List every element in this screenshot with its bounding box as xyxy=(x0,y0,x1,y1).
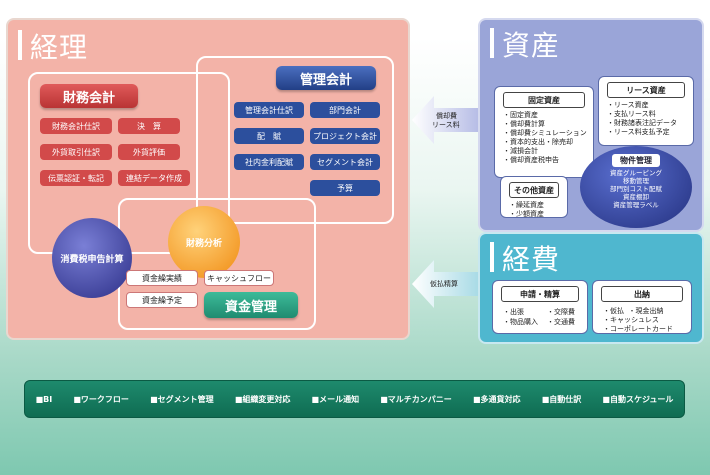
shutsuno-item: ・現金出納 xyxy=(628,307,664,315)
bukken-heading: 物件管理 xyxy=(612,154,660,167)
zaimu-heading[interactable]: 財務会計 xyxy=(40,84,138,108)
kotei-item: ・固定資産 xyxy=(503,111,538,119)
shisan-title: 資産 xyxy=(502,29,561,62)
lease-box: リース資産 ・リース資産 ・支払リース料 ・財務諸表注記データ ・リース料支払予… xyxy=(598,76,694,146)
feature-item[interactable]: ■マルチカンパニー xyxy=(380,394,452,404)
keiri-panel: 経理 財務会計 財務会計仕訳 決 算 外貨取引仕訳 外貨評価 伝票認証・転記 連… xyxy=(6,18,410,340)
bukken-ellipse[interactable]: 物件管理 資産グルーピング 移動管理 部門別コスト配賦 資産棚卸 資産管理ラベル xyxy=(580,146,692,228)
zeisho-circle[interactable]: 消費税申告計算 xyxy=(52,218,132,298)
sonota-box: その他資産 ・繰延資産 ・少額資産 xyxy=(500,176,568,218)
feature-item[interactable]: ■セグメント管理 xyxy=(150,394,214,404)
lease-item: ・支払リース料 xyxy=(607,110,656,118)
zaimu-item[interactable]: 外貨評価 xyxy=(118,144,180,160)
arrow-left-icon xyxy=(412,96,478,144)
feature-item[interactable]: ■組織変更対応 xyxy=(234,394,291,404)
zaimu-item[interactable]: 外貨取引仕訳 xyxy=(40,144,112,160)
arrow-left-icon xyxy=(412,260,478,308)
kotei-item: ・減損会計 xyxy=(503,147,538,155)
kanri-item[interactable]: 配 賦 xyxy=(234,128,304,144)
arrow-label-1: 償却費 xyxy=(436,112,457,120)
sonota-item: ・少額資産 xyxy=(509,210,544,218)
lease-item: ・財務諸表注記データ xyxy=(607,119,677,127)
kotei-item: ・償却費シミュレーション xyxy=(503,129,587,137)
shutsuno-item: ・コーポレートカード xyxy=(603,325,673,333)
title-bar-mark xyxy=(490,28,494,58)
kanri-item[interactable]: 予算 xyxy=(310,180,380,196)
kanri-item[interactable]: プロジェクト会計 xyxy=(310,128,380,144)
kotei-box: 固定資産 ・固定資産 ・償却費計算 ・償却費シミュレーション ・資本的支出・除売… xyxy=(494,86,594,178)
zaimu-item[interactable]: 財務会計仕訳 xyxy=(40,118,112,134)
shinsei-box: 申請・精算 ・出張 ・物品購入 ・交際費 ・交通費 xyxy=(492,280,588,334)
kotei-item: ・資本的支出・除売却 xyxy=(503,138,573,146)
feature-item[interactable]: ■多通貨対応 xyxy=(472,394,521,404)
shinsei-item: ・物品購入 xyxy=(503,318,538,326)
kanri-item[interactable]: セグメント会計 xyxy=(310,154,380,170)
title-bar-mark xyxy=(490,242,494,272)
shikin-heading[interactable]: 資金管理 xyxy=(204,292,298,318)
shikin-item[interactable]: キャッシュフロー xyxy=(204,270,274,286)
arrow-label-3: 仮払精算 xyxy=(430,280,458,288)
kanri-item[interactable]: 社内金利配賦 xyxy=(234,154,304,170)
kanri-item[interactable]: 管理会計仕訳 xyxy=(234,102,304,118)
shikin-item[interactable]: 資金繰実績 xyxy=(126,270,198,286)
title-bar-mark xyxy=(18,30,22,60)
shinsei-item: ・出張 xyxy=(503,308,524,316)
keiri-title: 経理 xyxy=(30,31,89,64)
bunseki-circle[interactable]: 財務分析 xyxy=(168,206,240,278)
lease-item: ・リース資産 xyxy=(607,101,649,109)
kanri-heading[interactable]: 管理会計 xyxy=(276,66,376,90)
zaimu-item[interactable]: 決 算 xyxy=(118,118,180,134)
keihi-panel: 経費 申請・精算 ・出張 ・物品購入 ・交際費 ・交通費 出納 ・仮払 ・現金出… xyxy=(478,232,704,344)
kanri-outline xyxy=(196,56,394,224)
bukken-item: 資産管理ラベル xyxy=(613,201,659,209)
shinsei-heading[interactable]: 申請・精算 xyxy=(501,286,579,302)
sonota-heading[interactable]: その他資産 xyxy=(509,182,559,198)
bukken-item: 資産グルーピング xyxy=(610,169,662,177)
feature-item[interactable]: ■自動仕訳 xyxy=(541,394,582,404)
shutsuno-item: ・仮払 xyxy=(603,307,624,315)
shutsuno-box: 出納 ・仮払 ・現金出納 ・キャッシュレス ・コーポレートカード xyxy=(592,280,692,334)
feature-bar: ■BI ■ワークフロー ■セグメント管理 ■組織変更対応 ■メール通知 ■マルチ… xyxy=(24,380,685,418)
zaimu-item[interactable]: 伝票認証・転記 xyxy=(40,170,112,186)
kotei-item: ・償却資産税申告 xyxy=(503,156,559,164)
zaimu-item[interactable]: 連結データ作成 xyxy=(118,170,190,186)
kotei-heading[interactable]: 固定資産 xyxy=(503,92,585,108)
kanri-item[interactable]: 部門会計 xyxy=(310,102,380,118)
sonota-item: ・繰延資産 xyxy=(509,201,544,209)
shutsuno-item: ・キャッシュレス xyxy=(603,316,659,324)
keihi-title: 経費 xyxy=(502,243,561,276)
feature-item[interactable]: ■BI xyxy=(35,394,53,404)
lease-heading[interactable]: リース資産 xyxy=(607,82,685,98)
shinsei-item: ・交通費 xyxy=(547,318,575,326)
feature-item[interactable]: ■メール通知 xyxy=(311,394,360,404)
kotei-item: ・償却費計算 xyxy=(503,120,545,128)
shinsei-item: ・交際費 xyxy=(547,308,575,316)
shutsuno-heading[interactable]: 出納 xyxy=(601,286,683,302)
lease-item: ・リース料支払予定 xyxy=(607,128,670,136)
bukken-item: 資産棚卸 xyxy=(623,193,649,201)
shisan-panel: 資産 固定資産 ・固定資産 ・償却費計算 ・償却費シミュレーション ・資本的支出… xyxy=(478,18,704,232)
feature-item[interactable]: ■自動スケジュール xyxy=(602,394,674,404)
arrow-label-2: リース料 xyxy=(432,121,460,129)
bukken-item: 移動管理 xyxy=(623,177,649,185)
bukken-item: 部門別コスト配賦 xyxy=(610,185,662,193)
shikin-item[interactable]: 資金繰予定 xyxy=(126,292,198,308)
feature-item[interactable]: ■ワークフロー xyxy=(73,394,129,404)
